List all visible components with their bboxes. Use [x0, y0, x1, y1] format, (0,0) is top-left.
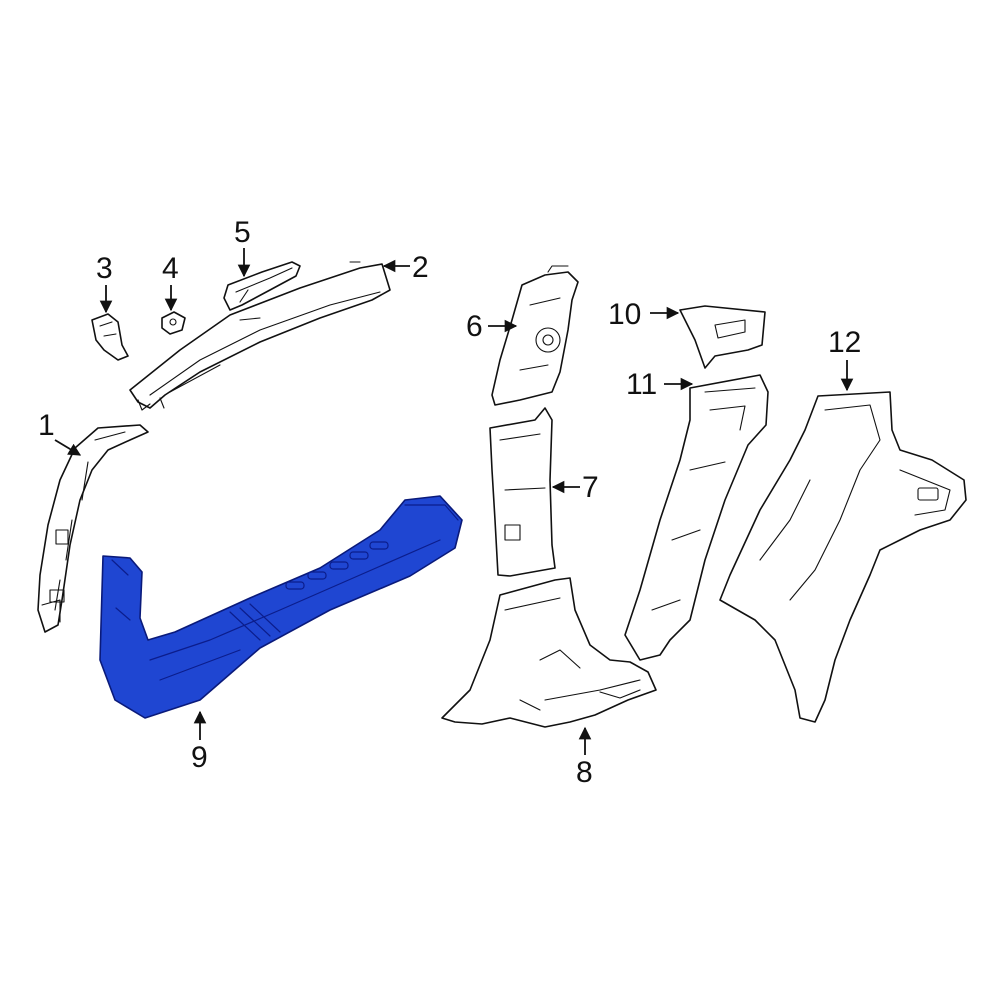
part-8-b-pillar-lower[interactable]	[441, 577, 657, 728]
part-10-quarter-upper-trim[interactable]	[679, 305, 766, 369]
part-3-clip[interactable]	[91, 313, 129, 361]
callout-3: 3	[96, 252, 113, 314]
callout-label-5: 5	[234, 216, 251, 249]
callout-label-8: 8	[576, 756, 593, 789]
callout-label-6: 6	[466, 310, 483, 343]
callout-6: 6	[466, 310, 518, 343]
callout-label-12: 12	[828, 326, 861, 359]
part-7-b-pillar-middle[interactable]	[489, 407, 556, 577]
callout-7: 7	[551, 471, 599, 504]
callout-label-10: 10	[608, 298, 641, 331]
sill-plate-body	[99, 495, 463, 719]
callout-label-9: 9	[191, 741, 208, 774]
callout-label-4: 4	[162, 252, 179, 285]
callout-10: 10	[608, 298, 680, 331]
callout-1: 1	[38, 409, 82, 456]
callout-label-7: 7	[582, 471, 599, 504]
callout-2: 2	[382, 251, 429, 284]
callout-label-2: 2	[412, 251, 429, 284]
part-2-roof-rail-trim[interactable]	[129, 261, 391, 411]
part-12-quarter-lower-trim[interactable]	[719, 391, 967, 723]
callout-label-11: 11	[626, 368, 657, 401]
part-9-sill-plate-highlighted[interactable]	[99, 495, 463, 719]
callout-8: 8	[576, 726, 593, 789]
callout-9: 9	[191, 710, 208, 774]
callout-11: 11	[626, 368, 694, 401]
callout-4: 4	[162, 252, 179, 312]
callout-label-3: 3	[96, 252, 113, 285]
part-11-c-pillar-trim[interactable]	[624, 374, 769, 661]
part-5-bracket[interactable]	[223, 261, 301, 311]
part-4-fastener[interactable]	[161, 311, 186, 335]
callout-12: 12	[828, 326, 861, 392]
callout-5: 5	[234, 216, 251, 278]
part-1-pillar-trim[interactable]	[37, 424, 149, 633]
part-6-b-pillar-upper[interactable]	[491, 265, 579, 406]
callout-label-1: 1	[38, 409, 55, 442]
